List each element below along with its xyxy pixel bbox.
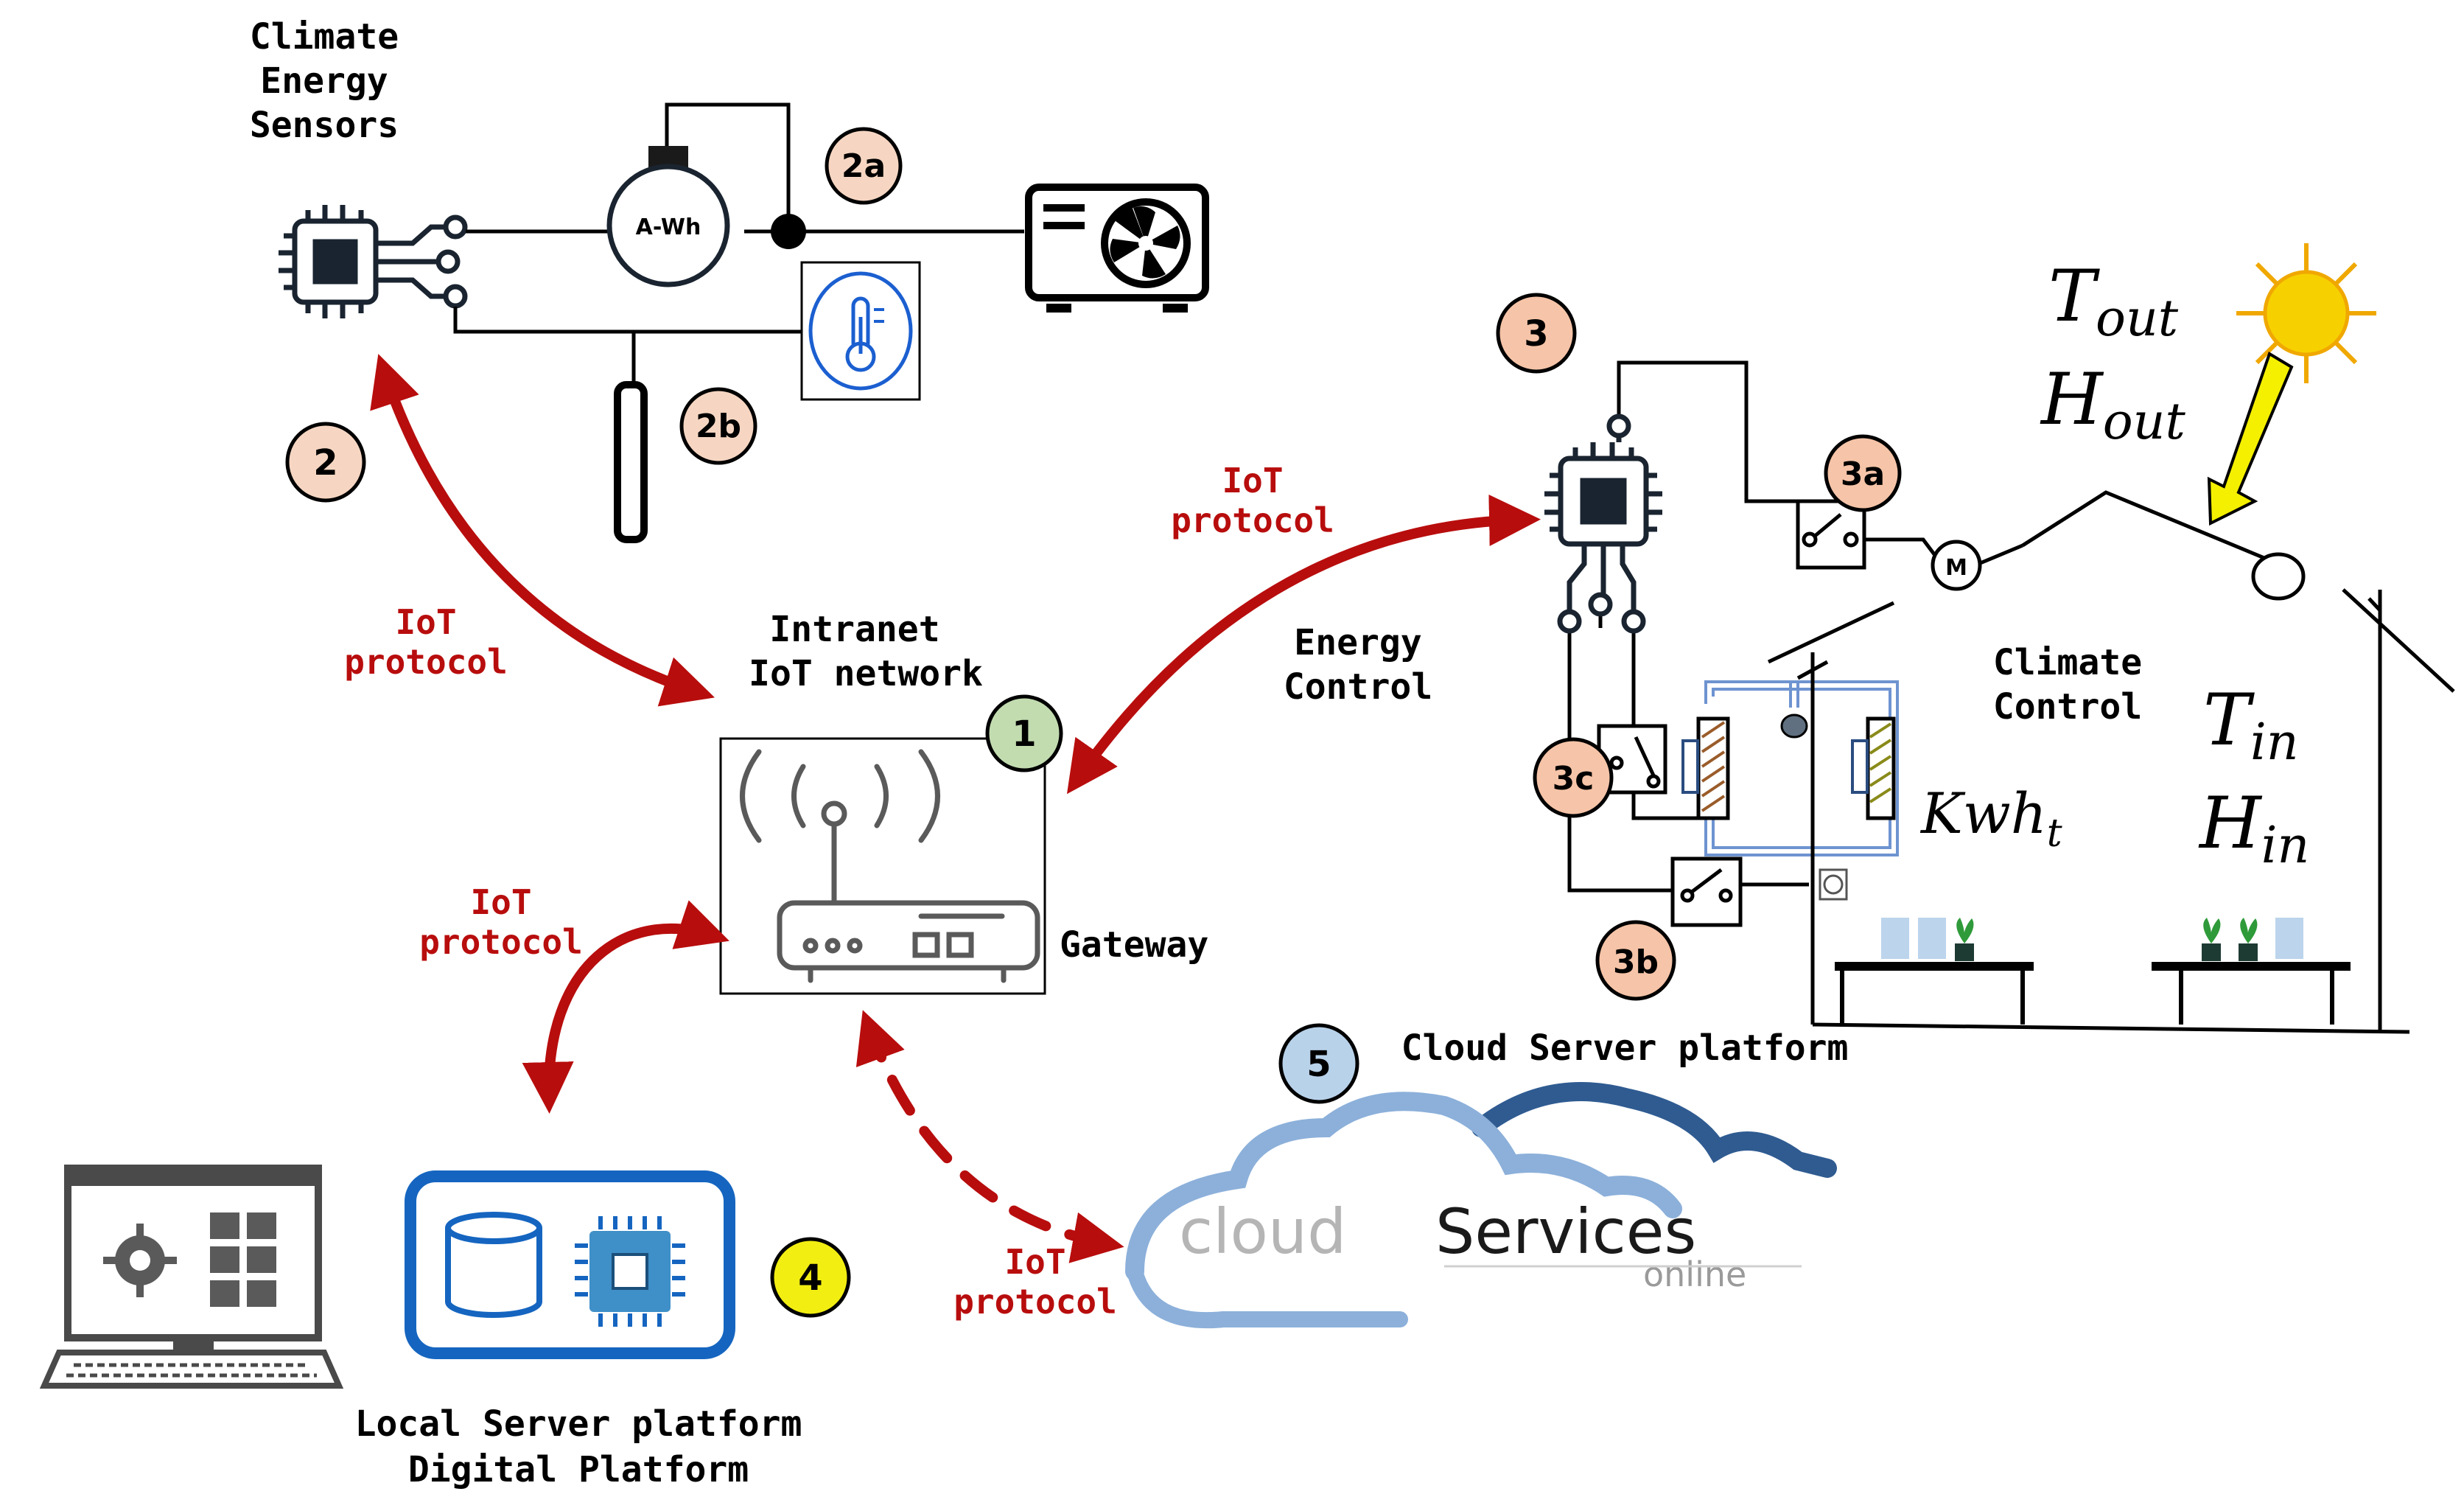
intranet-label: Intranet IoT network (749, 609, 983, 694)
iot-arrow-gateway-local (522, 900, 729, 1114)
cloud-logo-text-2: Services (1435, 1196, 1696, 1268)
badge-5-label: 5 (1306, 1044, 1331, 1085)
h-out-label: Hout (2040, 358, 2185, 451)
climate-control-label: Climate Control (1993, 642, 2142, 727)
h-in-label: Hin (2198, 782, 2309, 875)
iot-label-2-line1: IoT (1222, 461, 1283, 500)
thermometer-sensor-icon (800, 261, 921, 401)
kwh-label: Kwht (1919, 781, 2062, 856)
cloud-platform-label: Cloud Server platform (1401, 1027, 1849, 1069)
controller-microcontroller-icon (1544, 413, 1662, 634)
local-server-icon (405, 1170, 735, 1359)
badge-4-label: 4 (798, 1257, 822, 1299)
badge-3a-label: 3a (1841, 456, 1885, 493)
badge-4: 4 (770, 1237, 851, 1318)
badge-1-label: 1 (1012, 713, 1036, 755)
badge-3-label: 3 (1524, 313, 1548, 355)
energy-meter: A-Wh (606, 146, 730, 287)
intranet-line2: IoT network (749, 653, 983, 694)
local-server-label: Local Server platform Digital Platform (355, 1403, 802, 1490)
sensor-title-line3: Sensors (250, 105, 399, 146)
energy-control-label: Energy Control (1284, 622, 1432, 708)
badge-2b-label: 2b (696, 408, 741, 445)
gateway-label: Gateway (1060, 924, 1208, 966)
iot-arrow-gateway-cloud (855, 1010, 1124, 1263)
sunlight-arrow (2207, 352, 2294, 526)
heat-exchanger-diagram (1681, 680, 1899, 856)
badge-3: 3 (1496, 293, 1577, 374)
sensor-microcontroller-icon (279, 205, 468, 318)
badge-2a-label: 2a (841, 147, 886, 185)
energy-control-line2: Control (1284, 666, 1432, 708)
iot-label-2-line2: protocol (1171, 500, 1334, 540)
iot-arrow-gateway-energy (1066, 494, 1541, 795)
iot-protocol-label-4: IoT protocol (953, 1242, 1117, 1322)
table-right (2152, 918, 2351, 1025)
iot-protocol-label-1: IoT protocol (344, 602, 508, 682)
badge-2-label: 2 (313, 442, 337, 484)
badge-1: 1 (985, 694, 1063, 772)
junction-node (771, 214, 806, 249)
badge-3c-label: 3c (1553, 760, 1595, 798)
cloud-logo-text-1: cloud (1179, 1196, 1346, 1268)
badge-2a: 2a (825, 127, 903, 205)
local-server-line2: Digital Platform (408, 1449, 749, 1490)
gateway-router-icon (719, 737, 1046, 995)
switch-3a (1796, 499, 1866, 570)
iot-label-4-line2: protocol (953, 1282, 1117, 1322)
badge-3b: 3b (1595, 920, 1676, 1001)
iot-arrow-sensors-gateway (370, 354, 715, 707)
iot-label-3-line2: protocol (419, 922, 583, 962)
sensor-title-line1: Climate (250, 16, 399, 57)
iot-protocol-label-3: IoT protocol (419, 882, 583, 962)
svg-text:M: M (1945, 555, 1967, 581)
air-conditioner-icon (1025, 184, 1209, 313)
badge-2b: 2b (679, 387, 757, 465)
badge-2: 2 (285, 422, 366, 503)
switch-3b (1670, 856, 1743, 927)
table-left (1835, 918, 2034, 1025)
sun-icon (2236, 243, 2376, 383)
meter-label: A-Wh (636, 214, 701, 240)
sensor-title: Climate Energy Sensors (250, 16, 399, 146)
sensor-wiring (453, 102, 1024, 385)
fan-small-icon (1819, 868, 1848, 901)
badge-3c: 3c (1533, 737, 1614, 818)
intranet-line1: Intranet (769, 609, 939, 650)
climate-control-line2: Control (1993, 686, 2142, 727)
local-server-line1: Local Server platform (355, 1403, 802, 1445)
iot-protocol-label-2: IoT protocol (1171, 461, 1334, 540)
energy-control-line1: Energy (1294, 622, 1421, 663)
cloud-logo-sub: online (1643, 1255, 1746, 1294)
desktop-computer-icon (39, 1165, 344, 1389)
sensor-title-line2: Energy (260, 60, 388, 102)
cloud-services-logo: cloud Services online (1125, 1082, 1837, 1329)
badge-5: 5 (1278, 1023, 1359, 1104)
t-out-label: Tout (2048, 255, 2179, 348)
humidity-probe (614, 381, 648, 543)
iot-label-1-line1: IoT (395, 602, 456, 642)
iot-label-1-line2: protocol (344, 642, 508, 682)
climate-control-line1: Climate (1993, 642, 2142, 683)
badge-3b-label: 3b (1613, 943, 1659, 981)
t-in-label: Tin (2203, 679, 2299, 772)
roof-vent-icon (2251, 552, 2306, 601)
badge-3a: 3a (1824, 434, 1902, 512)
iot-label-3-line1: IoT (470, 882, 531, 922)
motor-icon: M (1931, 540, 1982, 591)
iot-label-4-line1: IoT (1004, 1242, 1065, 1282)
